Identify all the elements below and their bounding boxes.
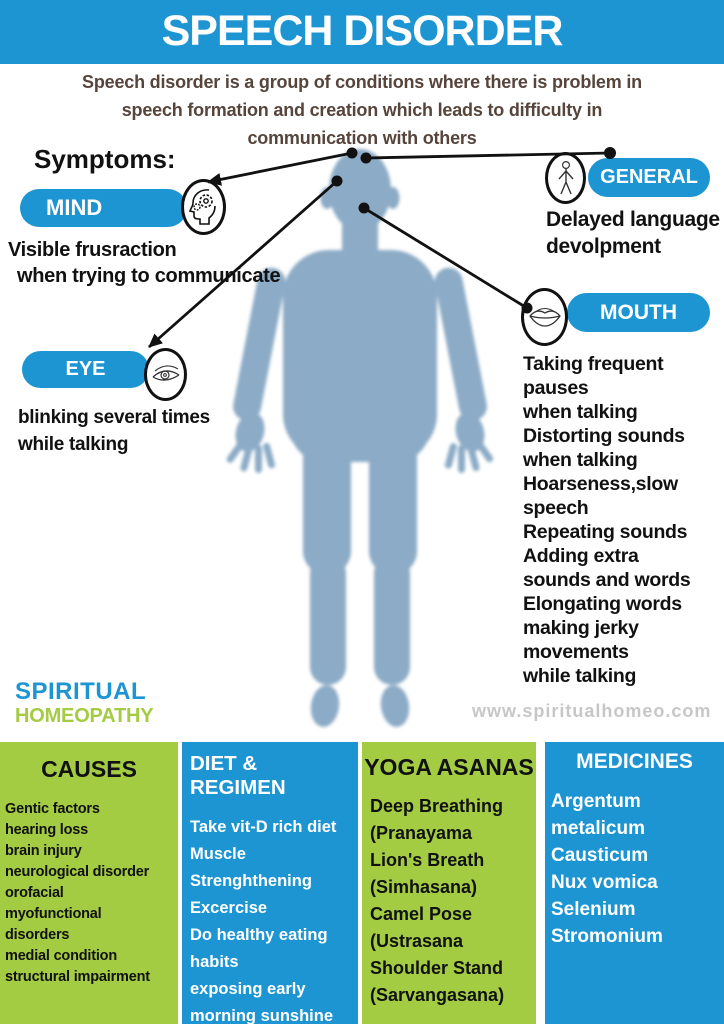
text-line: (Simhasana) [370,877,478,897]
text-line: Delayed language [546,208,720,231]
text-line: blinking several times [18,407,210,428]
text-line: making jerky [523,617,639,639]
text-line: when trying to communicate [17,265,281,287]
text-line: hearing loss [5,822,89,838]
eye-label-pill: EYE [22,351,149,388]
text-line: Lion's Breath [370,850,485,870]
text-line: Stromonium [551,926,663,947]
human-figure-icon [545,152,586,204]
text-line: medial condition [5,948,117,964]
logo-spiritual: SPIRITUAL [15,678,147,705]
text-line: (Sarvangasana) [370,985,505,1005]
text-line: Taking frequent [523,353,664,375]
brain-gears-icon [181,179,226,235]
general-label: GENERAL [600,166,698,188]
spiritual-homeopathy-logo: SPIRITUAL HOMEOPATHY [15,678,154,728]
text-line: communication with others [247,128,477,148]
text-line: Distorting sounds [523,425,685,447]
mouth-label: MOUTH [600,301,677,324]
logo-homeopathy: HOMEOPATHY [15,705,154,727]
text-line: disorders [5,927,70,943]
text-line: structural impairment [5,969,150,985]
text-line: Do healthy eating [190,926,328,944]
symptoms-heading: Symptoms: [34,144,176,174]
text-line: orofacial [5,885,64,901]
text-line: neurological disorder [5,864,150,880]
eye-icon [144,348,187,401]
text-line: Muscle [190,845,246,863]
text-line: while talking [18,434,129,455]
yoga-asanas-heading: YOGA ASANAS [364,754,534,780]
mouth-label-pill: MOUTH [567,293,710,332]
text-line: Nux vomica [551,872,658,893]
text-line: Causticum [551,845,649,866]
text-line: brain injury [5,843,82,859]
causes-column: CAUSES Gentic factors hearing loss brain i… [0,742,178,1024]
causes-heading: CAUSES [41,756,137,782]
text-line: morning sunshine [190,1007,334,1024]
text-line: (Pranayama [370,823,473,843]
general-label-pill: GENERAL [588,158,710,197]
text-line: Deep Breathing [370,796,504,816]
page-title: SPEECH DISORDER [161,7,564,55]
text-line: Strenghthening [190,872,312,890]
text-line: Shoulder Stand [370,958,504,978]
text-line: Argentum [551,791,641,812]
text-line: Adding extra [523,545,639,567]
text-line: pauses [523,377,589,399]
text-line: while talking [523,665,637,687]
text-line: Visible frusraction [8,239,177,261]
text-line: speech formation and creation which lead… [121,100,603,120]
text-line: exposing early [190,980,306,998]
text-line: sounds and words [523,569,691,591]
text-line: habits [190,953,239,971]
website-url: www.spiritualhomeo.com [472,701,712,721]
text-line: myofunctional [5,906,102,922]
text-line: movements [523,641,629,663]
text-line: (Ustrasana [370,931,464,951]
text-line: when talking [523,449,638,471]
text-line: Gentic factors [5,801,100,817]
text-line: Elongating words [523,593,682,615]
footer-columns: CAUSES Gentic factors hearing loss brain i… [0,742,724,1024]
diet-regimen-heading: DIET & REGIMEN [190,752,286,799]
text-line: devolpment [546,235,661,258]
text-line: Excercise [190,899,268,917]
text-line: Camel Pose [370,904,473,924]
text-line: Speech disorder is a group of conditions… [82,72,642,92]
causes-list: Gentic factors hearing loss brain injury ne… [0,799,178,988]
text-line: Take vit-D rich diet [190,818,337,836]
mind-label-pill: MIND [20,189,187,227]
lips-icon [521,288,568,346]
text-line: Hoarseness,slow [523,473,678,495]
text-line: metalicum [551,818,645,839]
eye-label: EYE [65,358,106,380]
text-line: when talking [523,401,638,423]
medicines-heading: MEDICINES [576,750,693,773]
text-line: Selenium [551,899,636,920]
eye-description: blinking several times while talking [18,404,210,458]
text-line: speech [523,497,589,519]
mind-description: Visible frusraction when trying to commun… [8,237,281,289]
header-band [0,0,724,64]
mind-label: MIND [46,195,103,220]
intro-text: Speech disorder is a group of conditions… [20,68,704,152]
general-description: Delayed language devolpment [546,206,720,260]
text-line: Repeating sounds [523,521,688,543]
